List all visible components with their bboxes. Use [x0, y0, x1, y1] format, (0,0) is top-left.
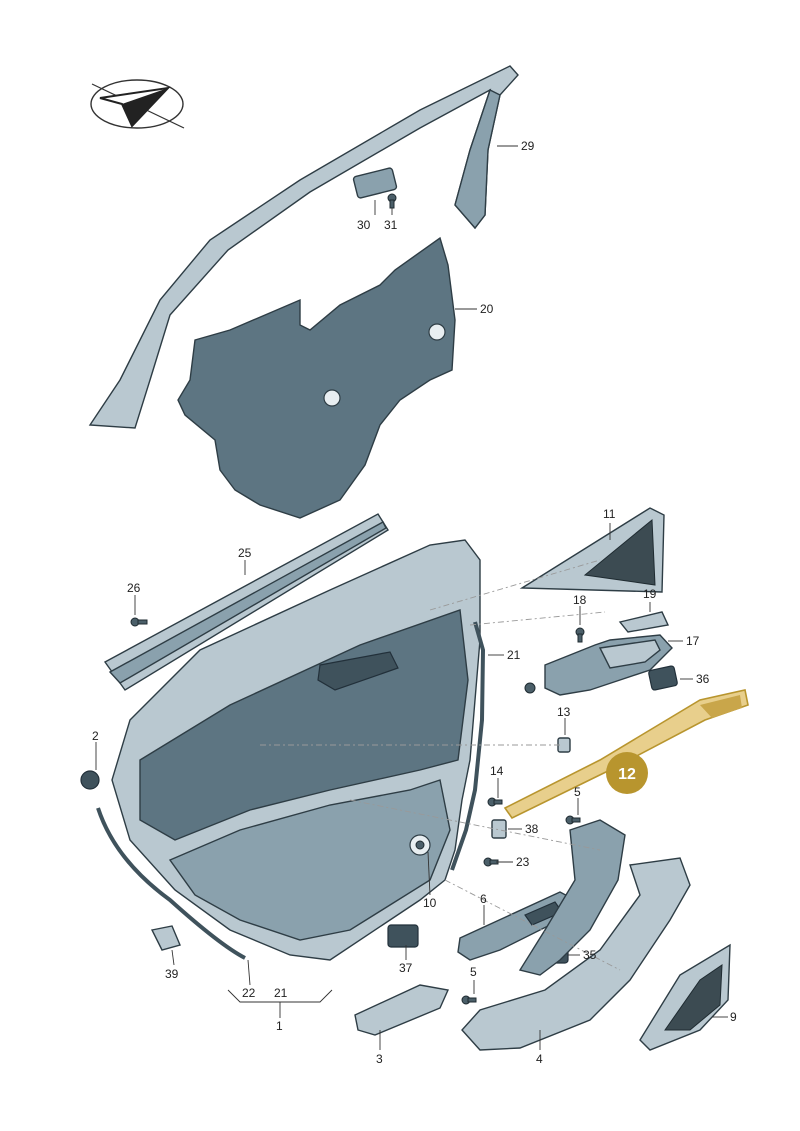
part-19-trim [618, 611, 670, 633]
part-23-screw [483, 857, 499, 867]
part-37-module [387, 924, 419, 948]
part-17-door-handle [524, 634, 673, 696]
callout-35: 35 [583, 948, 597, 962]
part-11-tweeter-cover [519, 507, 665, 593]
part-20-insulation-panel [177, 236, 456, 519]
callout-21-lower: 21 [274, 986, 288, 1000]
callout-14: 14 [490, 764, 504, 778]
callout-9: 9 [730, 1010, 737, 1024]
callout-36: 36 [696, 672, 710, 686]
part-31-screw [387, 193, 397, 209]
callout-31: 31 [384, 218, 398, 232]
part-10-nut [415, 840, 425, 850]
callout-1: 1 [276, 1019, 283, 1033]
badge-label: 12 [618, 766, 636, 783]
callout-22: 22 [242, 986, 256, 1000]
part-30-clip [352, 167, 398, 199]
part-1-door-trim-panel [111, 539, 481, 961]
part-9-speaker-grille [639, 943, 731, 1051]
callout-30: 30 [357, 218, 371, 232]
badge-circle [606, 752, 648, 794]
callout-39: 39 [165, 967, 179, 981]
callout-10: 10 [423, 896, 437, 910]
callout-29: 29 [521, 139, 535, 153]
part-3-pocket-cover [354, 984, 450, 1036]
callout-26: 26 [127, 581, 141, 595]
callout-20: 20 [480, 302, 494, 316]
part-36-switch [648, 665, 678, 691]
part-38-bracket [491, 819, 507, 839]
callout-37: 37 [399, 961, 413, 975]
leader-lines [95, 145, 728, 1050]
callout-13: 13 [557, 705, 571, 719]
part-5-screw-upper [565, 815, 581, 825]
part-26-screw [130, 617, 148, 627]
part-6-armrest-trim [457, 891, 576, 961]
part-39-clip [150, 925, 181, 951]
callout-19: 19 [643, 587, 657, 601]
callout-4: 4 [536, 1052, 543, 1066]
callout-11: 11 [603, 507, 616, 521]
part-14-screw [487, 797, 503, 807]
part-29-window-trim [88, 65, 519, 429]
callout-38: 38 [525, 822, 539, 836]
direction-logo [90, 79, 185, 129]
callout-23: 23 [516, 855, 530, 869]
callout-2: 2 [92, 729, 99, 743]
part-2-clip [80, 770, 100, 790]
part-18-screw [575, 627, 585, 643]
part-4-armrest [461, 819, 691, 1051]
callout-17: 17 [686, 634, 700, 648]
assembly-lines [260, 559, 621, 971]
callout-5-upper: 5 [574, 785, 581, 799]
part-21-seal [96, 621, 486, 960]
highlight-badge[interactable]: 12 [606, 752, 648, 794]
callout-25: 25 [238, 546, 252, 560]
callout-3: 3 [376, 1052, 383, 1066]
callout-21-upper: 21 [507, 648, 521, 662]
callout-6: 6 [480, 892, 487, 906]
callout-5-lower: 5 [470, 965, 477, 979]
callout-18: 18 [573, 593, 587, 607]
part-5-screw-lower [461, 995, 477, 1005]
part-25-sill-strip [103, 513, 389, 691]
